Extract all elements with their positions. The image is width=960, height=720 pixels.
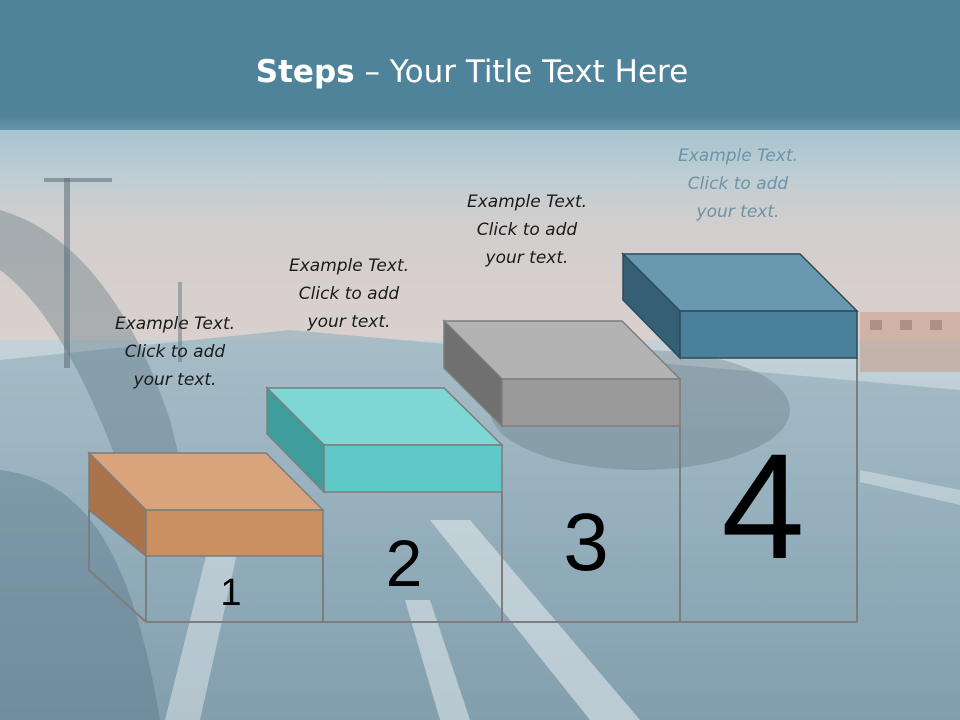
title-bold: Steps — [255, 54, 355, 90]
step-1-number: 1 — [220, 572, 241, 614]
caption-line: Example Text. — [677, 146, 799, 166]
step-2-block[interactable] — [265, 386, 504, 494]
caption-line: your text. — [696, 202, 780, 222]
caption-line: your text. — [133, 370, 217, 390]
step-3-number: 3 — [563, 497, 609, 588]
steps-frame — [88, 358, 858, 623]
step-3-block[interactable] — [442, 319, 682, 428]
caption-line: Click to add — [687, 174, 789, 194]
caption-line: Example Text. — [114, 314, 236, 334]
caption-line: Click to add — [298, 284, 400, 304]
step-2-number: 2 — [386, 526, 423, 600]
step-4-block[interactable] — [621, 252, 859, 360]
caption-line: your text. — [485, 248, 569, 268]
step-1-caption[interactable]: Example Text. Click to add your text. — [85, 310, 265, 394]
caption-line: Example Text. — [288, 256, 410, 276]
step-1-block[interactable] — [87, 451, 325, 558]
step-3-caption[interactable]: Example Text. Click to add your text. — [437, 188, 617, 272]
slide-title[interactable]: Steps – Your Title Text Here — [0, 54, 944, 90]
title-rest: – Your Title Text Here — [354, 54, 689, 90]
caption-line: your text. — [307, 312, 391, 332]
caption-line: Click to add — [124, 342, 226, 362]
caption-line: Example Text. — [466, 192, 588, 212]
step-4-caption[interactable]: Example Text. Click to add your text. — [648, 142, 828, 226]
step-2-caption[interactable]: Example Text. Click to add your text. — [259, 252, 439, 336]
step-4-number: 4 — [721, 422, 804, 590]
caption-line: Click to add — [476, 220, 578, 240]
